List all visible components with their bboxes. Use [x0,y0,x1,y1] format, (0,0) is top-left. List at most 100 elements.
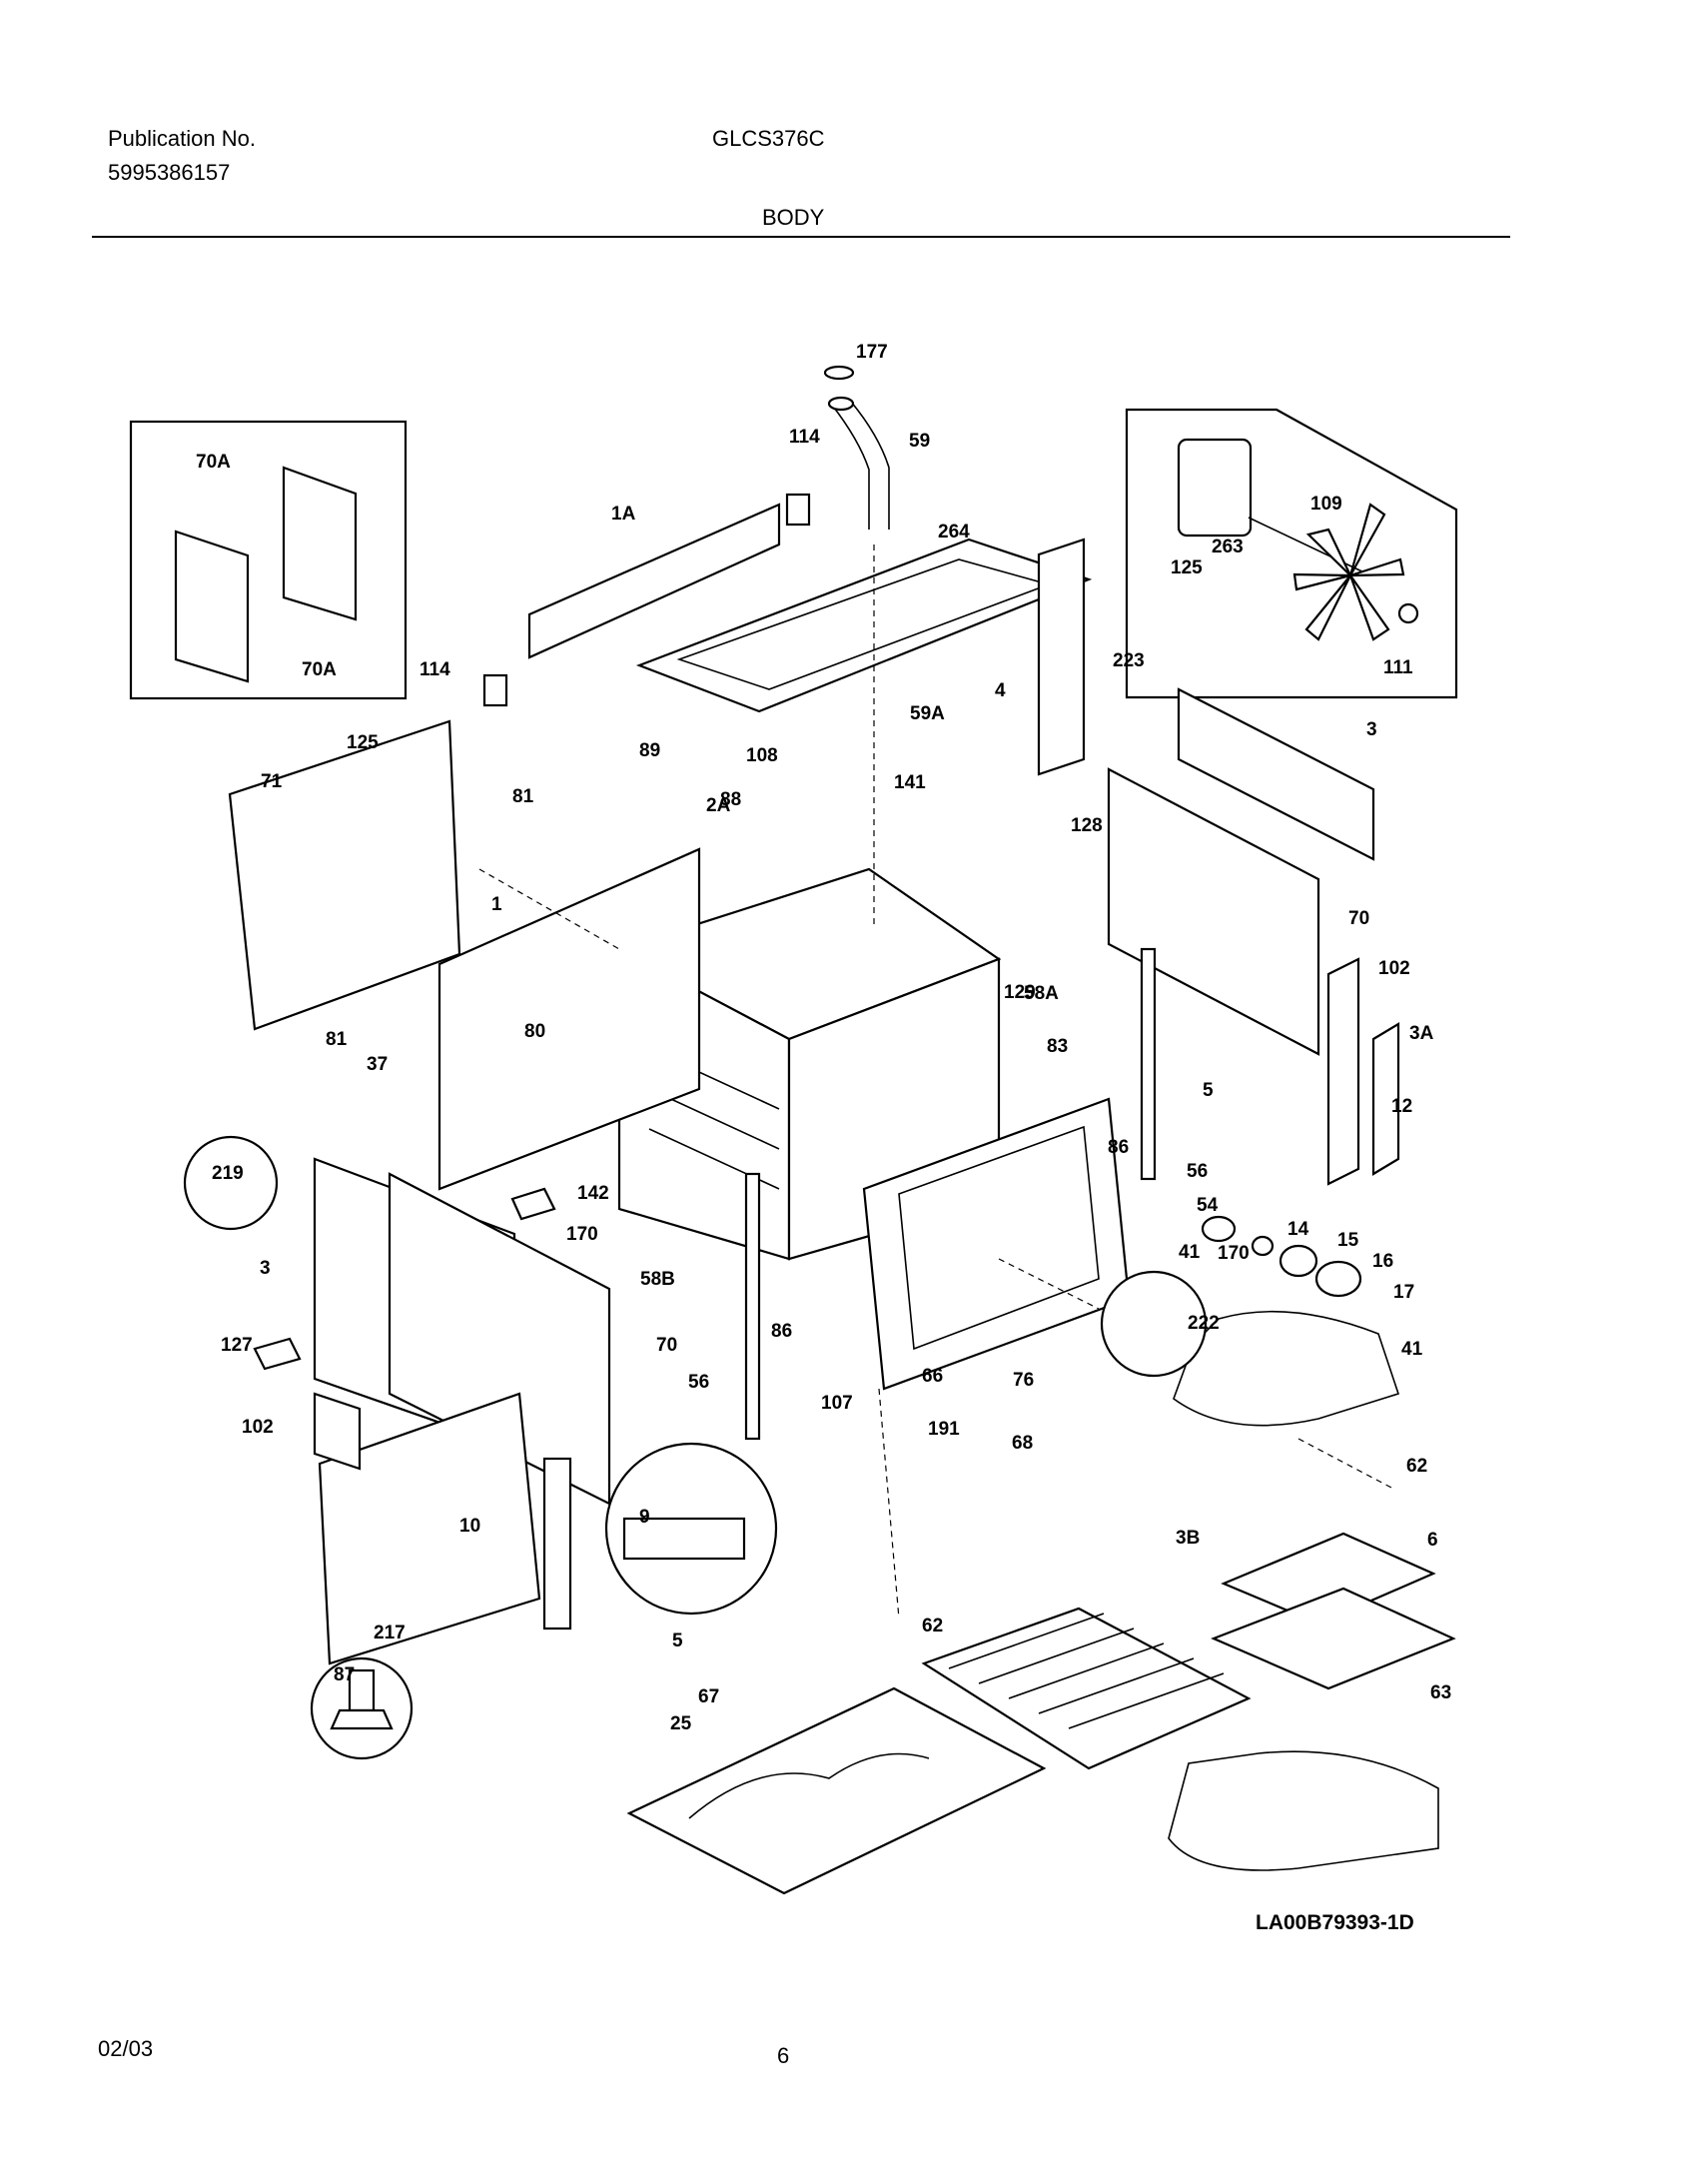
callout-3a: 3A [1409,1023,1434,1044]
callout-129: 129 [1004,982,1036,1003]
callout-12: 12 [1391,1096,1412,1117]
panel-70a-upper [282,466,358,621]
callout-37: 37 [367,1054,388,1075]
fan-shaft [1248,517,1369,575]
bracket-102-right [1326,957,1360,1186]
callout-56: 56 [1187,1161,1208,1182]
callout-62: 62 [922,1616,943,1637]
callout-263: 263 [1212,537,1244,557]
publication-number: 5995386157 [108,160,231,185]
callout-217: 217 [374,1623,406,1643]
callout-141: 141 [894,772,926,793]
callout-128: 128 [1071,815,1103,836]
callout-70a: 70A [196,452,231,473]
bracket-114-left [482,673,508,707]
callout-109: 109 [1310,494,1342,515]
callout-1a: 1A [611,504,636,525]
callout-102: 102 [242,1417,274,1438]
model-number: GLCS376C [712,126,825,151]
callout-219: 219 [212,1163,244,1184]
callout-54: 54 [1197,1195,1219,1216]
callout-81: 81 [512,786,534,807]
section-title: BODY [762,205,825,230]
drawing-reference-code: LA00B79393-1D [1256,1911,1414,1934]
callout-41: 41 [1179,1242,1201,1263]
callout-142: 142 [577,1183,609,1204]
light-lens [1314,1260,1362,1298]
bake-element [1168,1750,1439,1871]
callout-15: 15 [1337,1230,1359,1251]
callout-70: 70 [656,1335,677,1356]
back-panel-71 [228,719,461,1031]
panel-70a-lower [174,530,250,683]
bottom-panel [626,1686,1047,1895]
callout-70: 70 [1348,908,1369,929]
callout-70a: 70A [302,659,337,680]
thermostat-219-detail [183,1135,279,1231]
header-rule [92,236,1510,238]
callout-16: 16 [1372,1251,1393,1272]
callout-59a: 59A [910,703,945,724]
callout-111: 111 [1383,657,1413,678]
leveling-leg-foot [330,1708,394,1730]
callout-86: 86 [771,1321,792,1342]
bracket-191 [313,1392,362,1471]
callout-81: 81 [326,1029,348,1050]
vent-tube [823,365,890,530]
callout-177: 177 [856,342,888,363]
top-panel [635,538,1093,713]
callout-62: 62 [1406,1456,1427,1477]
callout-88: 88 [720,789,741,810]
callout-114: 114 [789,427,820,448]
callout-125: 125 [1171,557,1203,578]
footer-page-number: 6 [777,2043,790,2068]
callout-102: 102 [1378,958,1410,979]
callout-10: 10 [459,1516,480,1537]
callout-76: 76 [1013,1370,1034,1391]
callout-86: 86 [1108,1137,1129,1158]
callout-4: 4 [995,680,1006,701]
inset-fan-motor [1125,408,1458,699]
callout-17: 17 [1393,1282,1414,1303]
fan-blade [1292,503,1405,641]
light-ring [1201,1215,1237,1243]
callout-59: 59 [909,431,930,452]
callout-41: 41 [1401,1339,1423,1360]
callout-3: 3 [260,1258,271,1279]
callout-223: 223 [1113,650,1145,671]
kick-panel-3b [318,1392,541,1665]
bottom-panel-groove [688,1752,930,1819]
callout-68: 68 [1012,1433,1033,1454]
light-bulb [1279,1244,1318,1278]
callout-87: 87 [334,1664,355,1685]
callout-127: 127 [221,1335,253,1356]
callout-3b: 3B [1176,1528,1200,1549]
gasket-56-right [1140,947,1157,1181]
fan-motor [1177,438,1253,538]
fan-nut [1397,602,1419,624]
oven-rack-wires [948,1613,1225,1729]
callout-89: 89 [639,740,660,761]
callout-5: 5 [1203,1080,1214,1101]
callout-58a: 58A [1024,983,1059,1004]
side-panel-70-right [1107,767,1320,1056]
callout-6: 6 [1427,1530,1438,1551]
callout-125: 125 [347,732,379,753]
callout-83: 83 [1047,1036,1068,1057]
broil-element [1173,1310,1400,1427]
callout-1: 1 [491,894,502,915]
callout-9: 9 [639,1507,650,1528]
broil-pan [1211,1587,1456,1690]
callout-66: 66 [922,1366,943,1387]
callout-5: 5 [672,1631,683,1651]
callout-108: 108 [746,745,778,766]
callout-107: 107 [821,1393,853,1414]
callout-71: 71 [261,771,283,792]
clip-170-lower [253,1337,302,1371]
gasket-56-left [744,1172,761,1441]
callout-191: 191 [928,1419,960,1440]
callout-14: 14 [1287,1219,1309,1240]
callout-67: 67 [698,1686,719,1707]
